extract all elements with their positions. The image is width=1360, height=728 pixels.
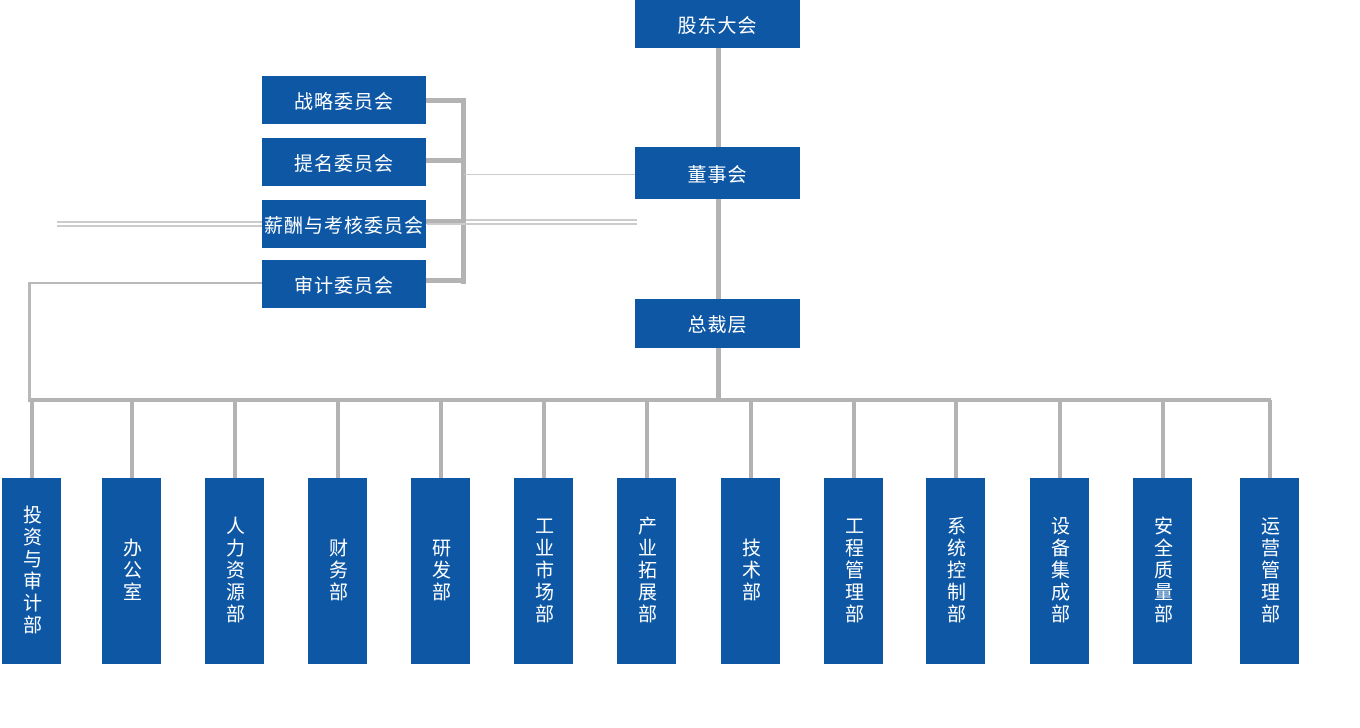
connector-department-bus	[28, 398, 1271, 402]
dept-label: 财务部	[326, 538, 348, 604]
dept-node: 产业拓展部	[617, 478, 676, 664]
dept-node: 设备集成部	[1030, 478, 1089, 664]
dept-label: 工程管理部	[842, 516, 864, 626]
dept-node: 安全质量部	[1133, 478, 1192, 664]
node-board-of-directors: 董事会	[635, 147, 800, 199]
dept-node: 人力资源部	[205, 478, 264, 664]
connector-dept-drop	[438, 400, 443, 478]
dept-label: 系统控制部	[944, 516, 966, 626]
connector-remuneration-left-bottom	[57, 225, 262, 227]
connector-dept-drop	[748, 400, 753, 478]
committee-node: 战略委员会	[262, 76, 426, 124]
connector-remuneration-right-top	[466, 219, 637, 221]
connector-board-president	[716, 199, 721, 299]
connector-remuneration-left-top	[57, 221, 262, 223]
connector-nomination-stub	[426, 158, 466, 163]
connector-spine-board	[464, 174, 635, 175]
connector-audit-stub	[426, 278, 466, 283]
connector-dept-drop	[1057, 400, 1062, 478]
connector-dept-drop	[541, 400, 546, 478]
dept-node: 工业市场部	[514, 478, 573, 664]
committee-label: 战略委员会	[293, 90, 394, 113]
dept-label: 安全质量部	[1151, 516, 1173, 626]
connector-president-bus	[716, 348, 721, 399]
connector-committee-spine	[461, 98, 466, 284]
dept-node: 技术部	[721, 478, 780, 664]
node-shareholders-meeting-label: 股东大会	[677, 14, 758, 37]
connector-dept-drop	[644, 400, 649, 478]
connector-audit-left-horizontal	[28, 282, 262, 284]
dept-node: 财务部	[308, 478, 367, 664]
dept-node: 办公室	[102, 478, 161, 664]
connector-dept-drop	[953, 400, 958, 478]
dept-node: 投资与审计部	[2, 478, 61, 664]
committee-label: 提名委员会	[293, 152, 394, 175]
dept-node: 工程管理部	[824, 478, 883, 664]
node-president-level-label: 总裁层	[687, 314, 748, 336]
connector-remuneration-right-bottom	[427, 223, 637, 225]
connector-dept-drop	[232, 400, 237, 478]
dept-label: 办公室	[120, 538, 142, 604]
dept-label: 工业市场部	[532, 516, 554, 626]
node-shareholders-meeting: 股东大会	[635, 0, 800, 48]
dept-label: 技术部	[739, 538, 761, 604]
dept-label: 投资与审计部	[20, 505, 42, 637]
connector-audit-left-vertical	[28, 282, 31, 400]
node-president-level: 总裁层	[635, 299, 800, 348]
dept-label: 设备集成部	[1048, 516, 1070, 626]
connector-strategy-stub	[426, 98, 466, 103]
dept-label: 产业拓展部	[635, 516, 657, 626]
committee-node: 薪酬与考核委员会	[262, 200, 426, 248]
connector-remuneration-stub	[426, 219, 466, 224]
committee-label: 审计委员会	[293, 274, 394, 297]
connector-dept-drop	[851, 400, 856, 478]
committee-node: 提名委员会	[262, 138, 426, 186]
dept-label: 人力资源部	[223, 516, 245, 626]
connector-dept-drop	[335, 400, 340, 478]
dept-node: 系统控制部	[926, 478, 985, 664]
dept-node: 运营管理部	[1240, 478, 1299, 664]
node-board-of-directors-label: 董事会	[687, 163, 748, 186]
connector-shareholders-board	[716, 48, 721, 147]
connector-dept-drop	[29, 400, 34, 478]
committee-node: 审计委员会	[262, 260, 426, 308]
connector-dept-drop	[129, 400, 134, 478]
connector-dept-drop	[1160, 400, 1165, 478]
dept-label: 研发部	[429, 538, 451, 604]
committee-label: 薪酬与考核委员会	[263, 214, 424, 237]
connector-dept-drop	[1267, 400, 1272, 478]
dept-label: 运营管理部	[1258, 516, 1280, 626]
dept-node: 研发部	[411, 478, 470, 664]
